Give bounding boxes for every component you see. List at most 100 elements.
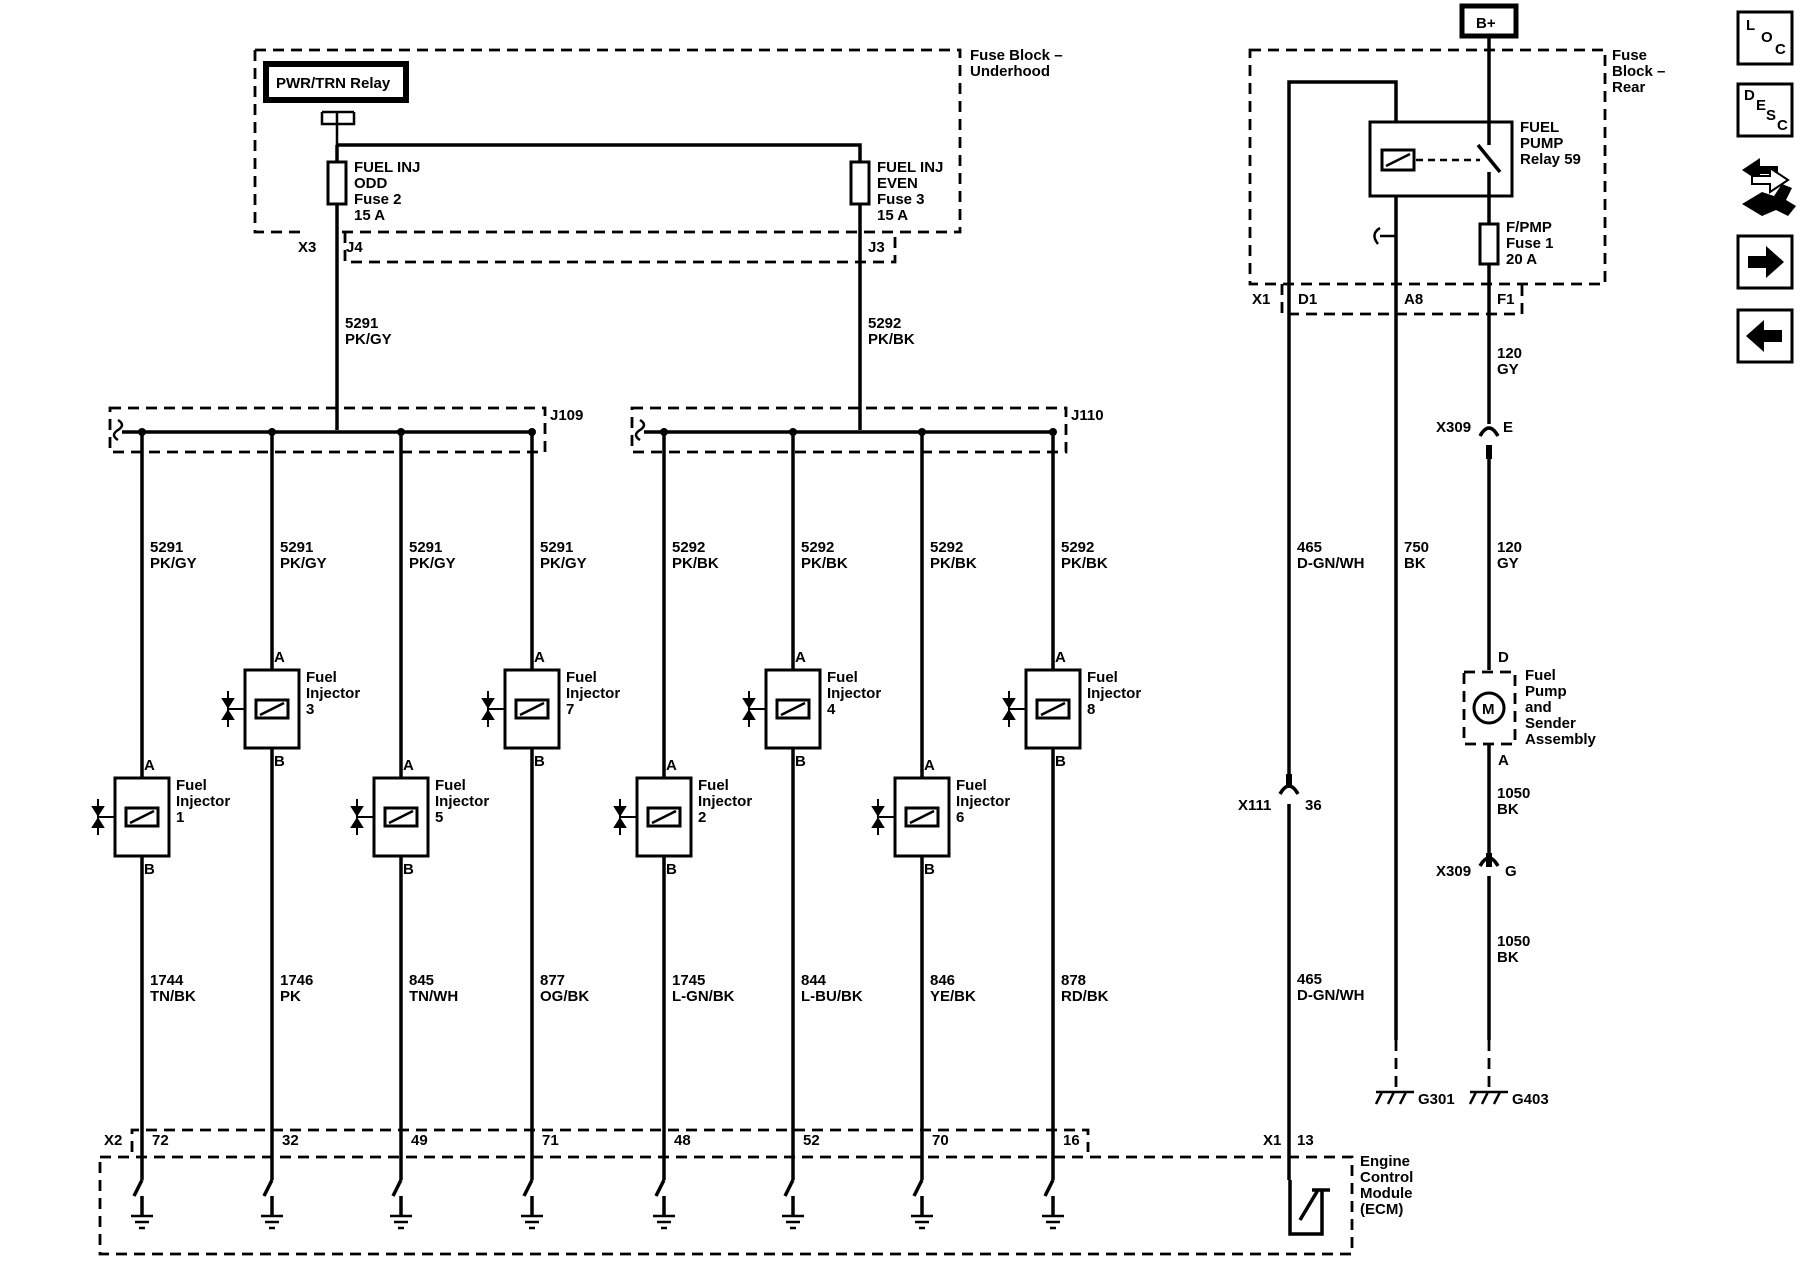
fuse-block-rear-label-3: Rear — [1612, 79, 1646, 96]
injector-4-label-2: Injector — [827, 685, 881, 702]
pump-outline — [1462, 670, 1517, 746]
ecm-label-2: Control — [1360, 1169, 1413, 1186]
ecm-pin-70: 70 — [932, 1132, 949, 1149]
fuse-odd-label-4: 15 A — [354, 207, 385, 224]
injector-6-driver-switch-icon — [912, 1179, 924, 1216]
x111-conn: X111 — [1238, 797, 1271, 814]
ecm-label-3: Module — [1360, 1185, 1413, 1202]
fuse-even-label-2: EVEN — [877, 175, 918, 192]
injector-7-out-circuit: 877 — [540, 972, 565, 989]
injector-2-driver-switch-icon — [654, 1179, 666, 1216]
injector-5-label-2: Injector — [435, 793, 489, 810]
injector-1-spray-icon — [91, 799, 115, 835]
injector-8-feed-circuit: 5292 — [1061, 539, 1094, 556]
ecm-pin-16: 16 — [1063, 1132, 1080, 1149]
injector-5-out-color: TN/WH — [409, 988, 458, 1005]
injector-3-pin-a: A — [274, 649, 285, 666]
splice-node — [268, 428, 276, 436]
injector-2-label-1: Fuel — [698, 777, 729, 794]
wrench-icon — [1742, 184, 1796, 216]
injector-5-number: 5 — [435, 809, 443, 826]
injector-6-pin-b: B — [924, 861, 935, 878]
relay-59-label-1: FUEL — [1520, 119, 1559, 136]
nav-next-button[interactable] — [1736, 234, 1794, 290]
fuse-block-underhood-label-2: Underhood — [970, 63, 1050, 80]
wire-1050-bottom-color: BK — [1497, 949, 1519, 966]
injector-1-label-1: Fuel — [176, 777, 207, 794]
pin-f1-label: F1 — [1497, 291, 1515, 308]
injector-8-label-1: Fuel — [1087, 669, 1118, 686]
injector-2-number: 2 — [698, 809, 706, 826]
ecm-pin-13: 13 — [1297, 1132, 1314, 1149]
wire-465-bottom-color: D-GN/WH — [1297, 987, 1365, 1004]
injector-2-pin-b: B — [666, 861, 677, 878]
injector-6-ground-icon — [911, 1214, 933, 1230]
fuse-block-underhood-label-1: Fuse Block – — [970, 47, 1063, 64]
injector-2-feed-circuit: 5292 — [672, 539, 705, 556]
injector-6-out-circuit: 846 — [930, 972, 955, 989]
ground-g301-icon — [1374, 1090, 1414, 1105]
fuse-block-rear: Fuse Block – Rear B+ FUEL PUMP Relay 59 … — [1248, 3, 1665, 1040]
nav-loc-button[interactable]: L O C — [1736, 10, 1794, 66]
x309-g-conn: X309 — [1436, 863, 1471, 880]
injector-8-out-circuit: 878 — [1061, 972, 1086, 989]
conn-x3-label: X3 — [298, 239, 316, 256]
pump-label-1: Fuel — [1525, 667, 1556, 684]
injector-8-ground-icon — [1042, 1214, 1064, 1230]
fuse-block-rear-outline — [1248, 48, 1607, 286]
wire-465-upper — [1287, 80, 1398, 775]
arrow-left-icon — [1746, 320, 1782, 352]
injector-group: 5291PK/GYAFuelInjector1B1744TN/BK725291P… — [91, 428, 1141, 1230]
nav-tools-button[interactable] — [1742, 158, 1796, 216]
injector-4-out-color: L-BU/BK — [801, 988, 863, 1005]
nav-prev-button[interactable] — [1736, 308, 1794, 364]
wire-1050-top-color: BK — [1497, 801, 1519, 818]
injector-2-pin-a: A — [666, 757, 677, 774]
relay-59-label-3: Relay 59 — [1520, 151, 1581, 168]
fuse-block-underhood: Fuse Block – Underhood PWR/TRN Relay FUE… — [253, 47, 1063, 264]
wire-465-bottom-circuit: 465 — [1297, 971, 1322, 988]
nav-desc-letter-2: E — [1756, 97, 1766, 114]
injector-2-ground-icon — [653, 1214, 675, 1230]
injector-6-spray-icon — [871, 799, 895, 835]
injector-8-out-color: RD/BK — [1061, 988, 1109, 1005]
ecm-outline — [98, 1128, 1354, 1256]
injector-7-spray-icon — [481, 691, 505, 727]
ecm-pin-71: 71 — [542, 1132, 559, 1149]
wire-120-mid-circuit: 120 — [1497, 539, 1522, 556]
ecm-pin-13-wire — [1288, 1180, 1324, 1236]
fuse-block-underhood-outline — [253, 48, 962, 264]
injector-6-feed-circuit: 5292 — [930, 539, 963, 556]
injector-3-ground-icon — [261, 1214, 283, 1230]
feed-even-color: PK/BK — [868, 331, 915, 348]
fuse-odd-label-1: FUEL INJ — [354, 159, 420, 176]
injector-1-label-2: Injector — [176, 793, 230, 810]
fuse-odd-label-2: ODD — [354, 175, 388, 192]
pwr-trn-relay-box — [263, 61, 409, 103]
b-plus-wire — [1476, 36, 1502, 224]
injector-3-pin-b: B — [274, 753, 285, 770]
injector-5-ground-icon — [390, 1214, 412, 1230]
injector-3-number: 3 — [306, 701, 314, 718]
injector-4-spray-icon — [742, 691, 766, 727]
pump-pin-a: A — [1498, 752, 1509, 769]
injector-3-out-color: PK — [280, 988, 301, 1005]
fuse-odd-label-3: Fuse 2 — [354, 191, 402, 208]
nav-desc-button[interactable]: D E S C — [1736, 82, 1794, 138]
ecm-conn-x1: X1 — [1263, 1132, 1281, 1149]
wire-1050-top-circuit: 1050 — [1497, 785, 1530, 802]
battery-label: B+ — [1476, 15, 1496, 32]
injector-7-out-color: OG/BK — [540, 988, 589, 1005]
injector-1-feed-color: PK/GY — [150, 555, 197, 572]
injector-5-driver-switch-icon — [391, 1179, 403, 1216]
wire-120-top-circuit: 120 — [1497, 345, 1522, 362]
fuse-block-rear-conn: X1 — [1252, 291, 1270, 308]
injector-4-ground-icon — [782, 1214, 804, 1230]
injector-8-number: 8 — [1087, 701, 1095, 718]
ecm-label-4: (ECM) — [1360, 1201, 1403, 1218]
